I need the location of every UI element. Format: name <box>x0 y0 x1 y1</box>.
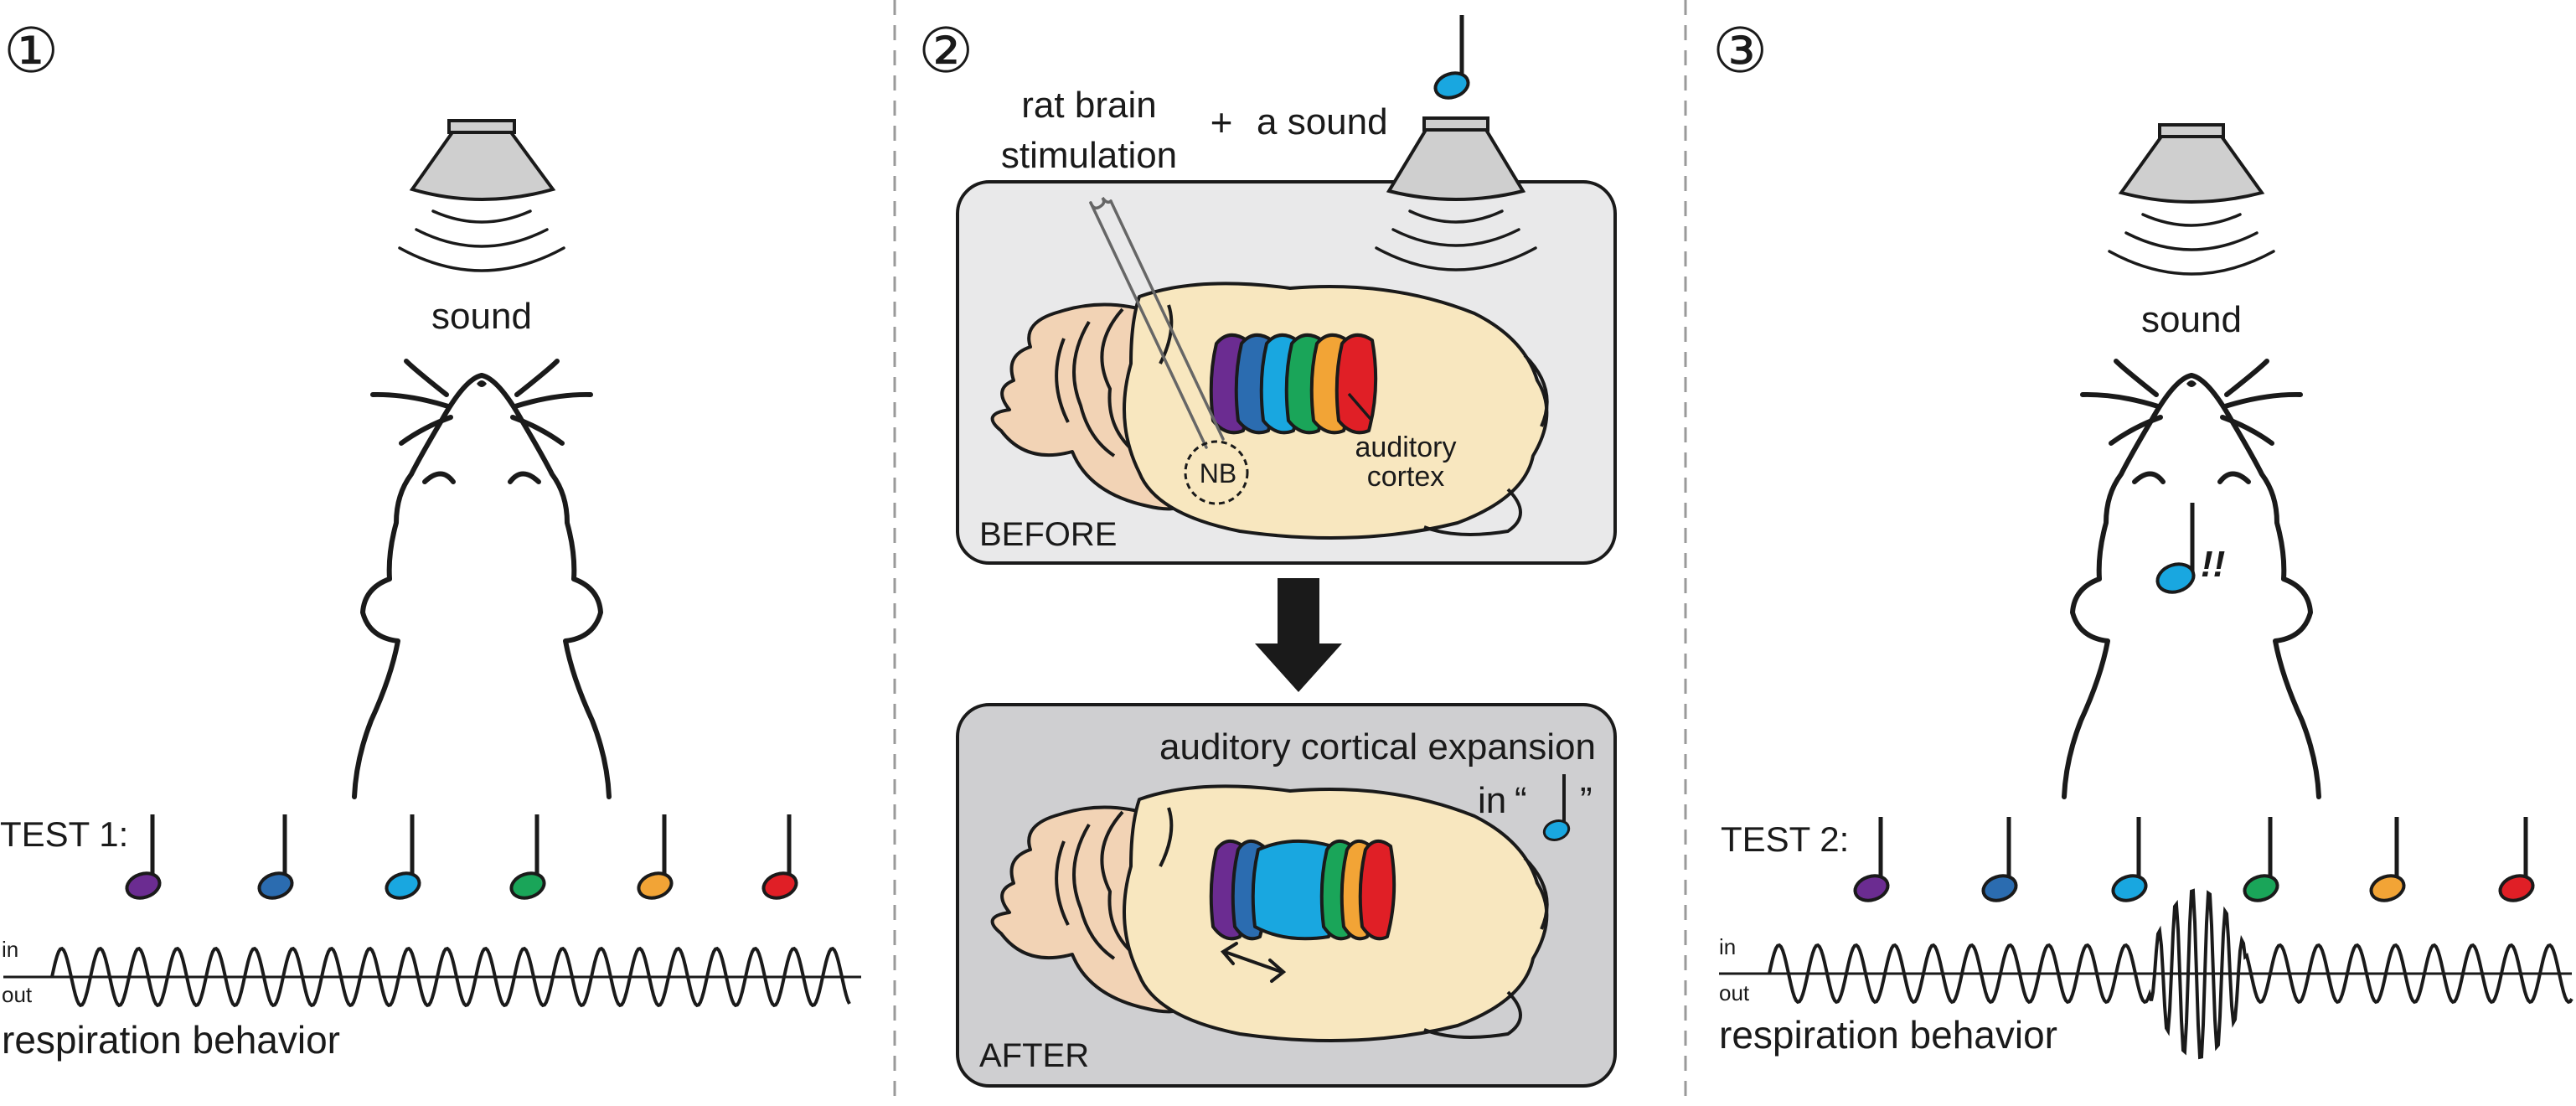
test-1-note-red <box>761 814 798 900</box>
expansion-double-arrow-icon <box>1220 942 1287 983</box>
panel-1-number: ① <box>3 16 59 85</box>
auditory-cortex-label-line-1: auditory <box>1355 432 1457 463</box>
auditory-cortex-bands-before <box>1209 333 1378 435</box>
test-2-notes <box>1853 817 2535 902</box>
auditory-cortex-label-line-2: cortex <box>1367 461 1445 493</box>
panel-2-number: ② <box>918 16 973 85</box>
before-band-red <box>1334 333 1378 435</box>
sound-waves-icon <box>398 209 565 272</box>
auditory-cortex-pointer <box>1347 392 1372 421</box>
rat-icon-panel-3 <box>2062 359 2321 799</box>
panel-1: ① sound TEST 1: in out <box>0 16 861 1062</box>
plus-sign: + <box>1211 101 1233 144</box>
resp-in-label-panel-3: in <box>1719 934 1736 959</box>
sound-label: sound <box>431 296 532 337</box>
respiration-trace-panel-3 <box>1768 888 2573 1060</box>
resp-out-label-panel-3: out <box>1719 980 1750 1005</box>
panel-3-number: ③ <box>1712 16 1768 85</box>
test-1-label: TEST 1: <box>0 814 128 854</box>
resp-out-label: out <box>2 982 33 1007</box>
respiration-label-panel-3: respiration behavior <box>1719 1013 2057 1057</box>
respiration-trace <box>50 946 851 1008</box>
test-1-note-purple <box>125 814 162 900</box>
sound-waves-icon-panel-3 <box>2108 213 2275 276</box>
test-1-note-light-blue <box>385 814 421 900</box>
test-1-note-green <box>509 814 546 900</box>
test-2-label: TEST 2: <box>1721 819 1849 859</box>
test-1-note-dark-blue <box>257 814 294 900</box>
after-band-red <box>1358 840 1396 941</box>
test-2-note-orange <box>2369 817 2406 902</box>
test-1-note-orange <box>637 814 674 900</box>
test-1-notes <box>125 814 798 900</box>
stimulation-label-line-2: stimulation <box>1001 135 1177 176</box>
music-note-icon <box>1433 15 1470 100</box>
speaker-icon-panel-2 <box>1386 116 1526 201</box>
panel-2: ② rat brain stimulation + a sound <box>918 15 1617 1088</box>
after-label: AFTER <box>979 1037 1089 1074</box>
speaker-icon <box>409 119 556 201</box>
nb-region <box>1184 440 1249 505</box>
expansion-in-label: in <box>1478 780 1506 821</box>
resp-in-label: in <box>2 937 18 962</box>
exclamation-label: !! <box>2201 544 2225 585</box>
a-sound-label: a sound <box>1257 101 1388 142</box>
before-label: BEFORE <box>979 516 1117 553</box>
quote-close: ” <box>1580 780 1593 821</box>
sound-waves-icon-panel-2 <box>1375 209 1537 271</box>
test-2-note-light-blue <box>2111 817 2148 902</box>
after-band-light-blue <box>1251 839 1338 941</box>
test-2-note-dark-blue <box>1981 817 2018 902</box>
test-2-note-purple <box>1853 817 1890 902</box>
sound-label-panel-3: sound <box>2141 299 2242 340</box>
expansion-label-line-1: auditory cortical expansion <box>1159 726 1596 767</box>
respiration-label: respiration behavior <box>2 1018 340 1062</box>
music-note-icon-panel-3 <box>2155 503 2196 594</box>
speaker-icon-panel-3 <box>2118 123 2265 204</box>
test-2-note-red <box>2498 817 2535 902</box>
quote-open: “ <box>1515 780 1527 821</box>
nb-label: NB <box>1200 458 1236 488</box>
music-note-icon-inline <box>1542 774 1571 841</box>
electrode-icon <box>1089 196 1225 449</box>
auditory-cortex-bands-after <box>1209 839 1396 941</box>
panel-3: ③ sound !! TEST 2: <box>1712 16 2573 1060</box>
down-arrow-icon <box>1255 578 1342 692</box>
stimulation-label-line-1: rat brain <box>1021 85 1156 126</box>
test-2-note-green <box>2243 817 2279 902</box>
rat-icon <box>352 359 612 799</box>
